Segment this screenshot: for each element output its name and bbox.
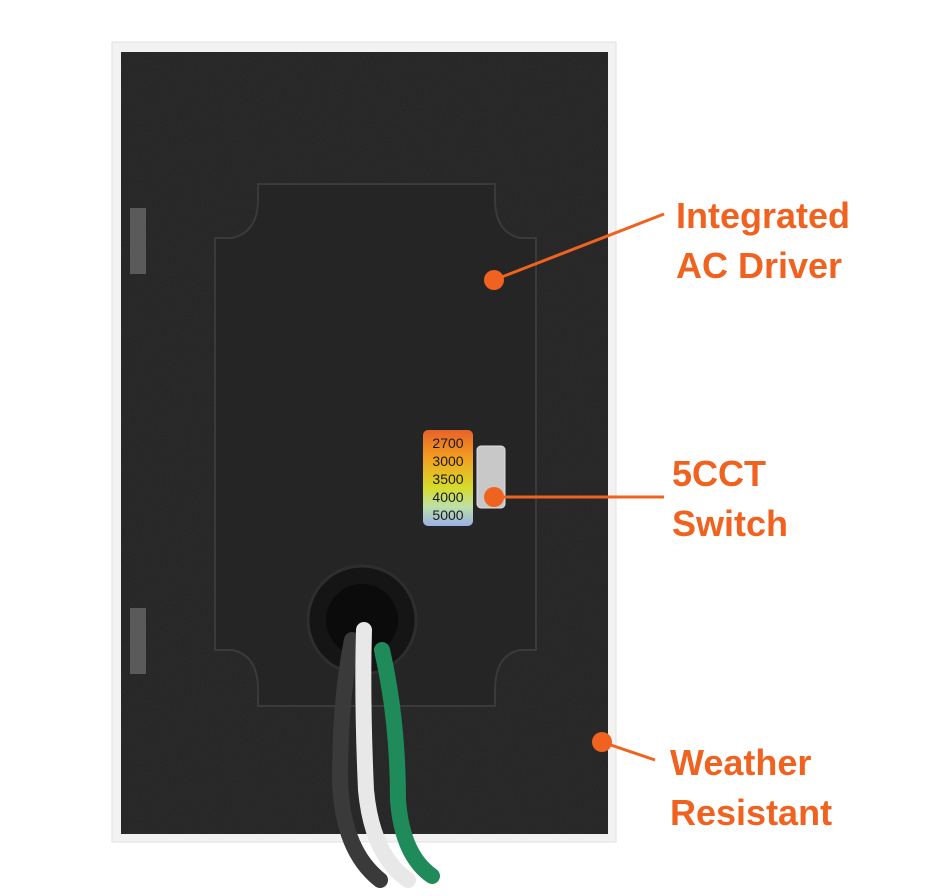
cct-options: 2700 3000 3500 4000 5000	[432, 435, 463, 523]
callout-dot	[484, 487, 504, 507]
callout-label: Integrated	[676, 195, 850, 236]
wire-white	[355, 622, 416, 888]
cct-option: 3000	[432, 453, 463, 469]
driver-plate	[214, 183, 537, 707]
callout-dot	[484, 270, 504, 290]
callout-dot	[592, 732, 612, 752]
cct-option: 2700	[432, 435, 463, 451]
callout-label: Weather	[670, 742, 811, 783]
callout-label: 5CCT	[672, 453, 766, 494]
cct-option: 3500	[432, 471, 463, 487]
callout-label: Resistant	[670, 792, 832, 833]
gland-hole	[326, 584, 398, 656]
side-tab-bottom	[130, 608, 146, 674]
wire-green	[374, 642, 440, 884]
cct-label-strip	[423, 430, 473, 526]
callout-ac-driver: Integrated AC Driver	[484, 195, 850, 290]
callout-cct-switch: 5CCT Switch	[484, 453, 788, 544]
wire-black	[331, 632, 388, 888]
callout-label: Switch	[672, 503, 788, 544]
side-tab-top	[130, 208, 146, 274]
cct-option: 4000	[432, 489, 463, 505]
callout-label: AC Driver	[676, 245, 842, 286]
cct-option: 5000	[432, 507, 463, 523]
